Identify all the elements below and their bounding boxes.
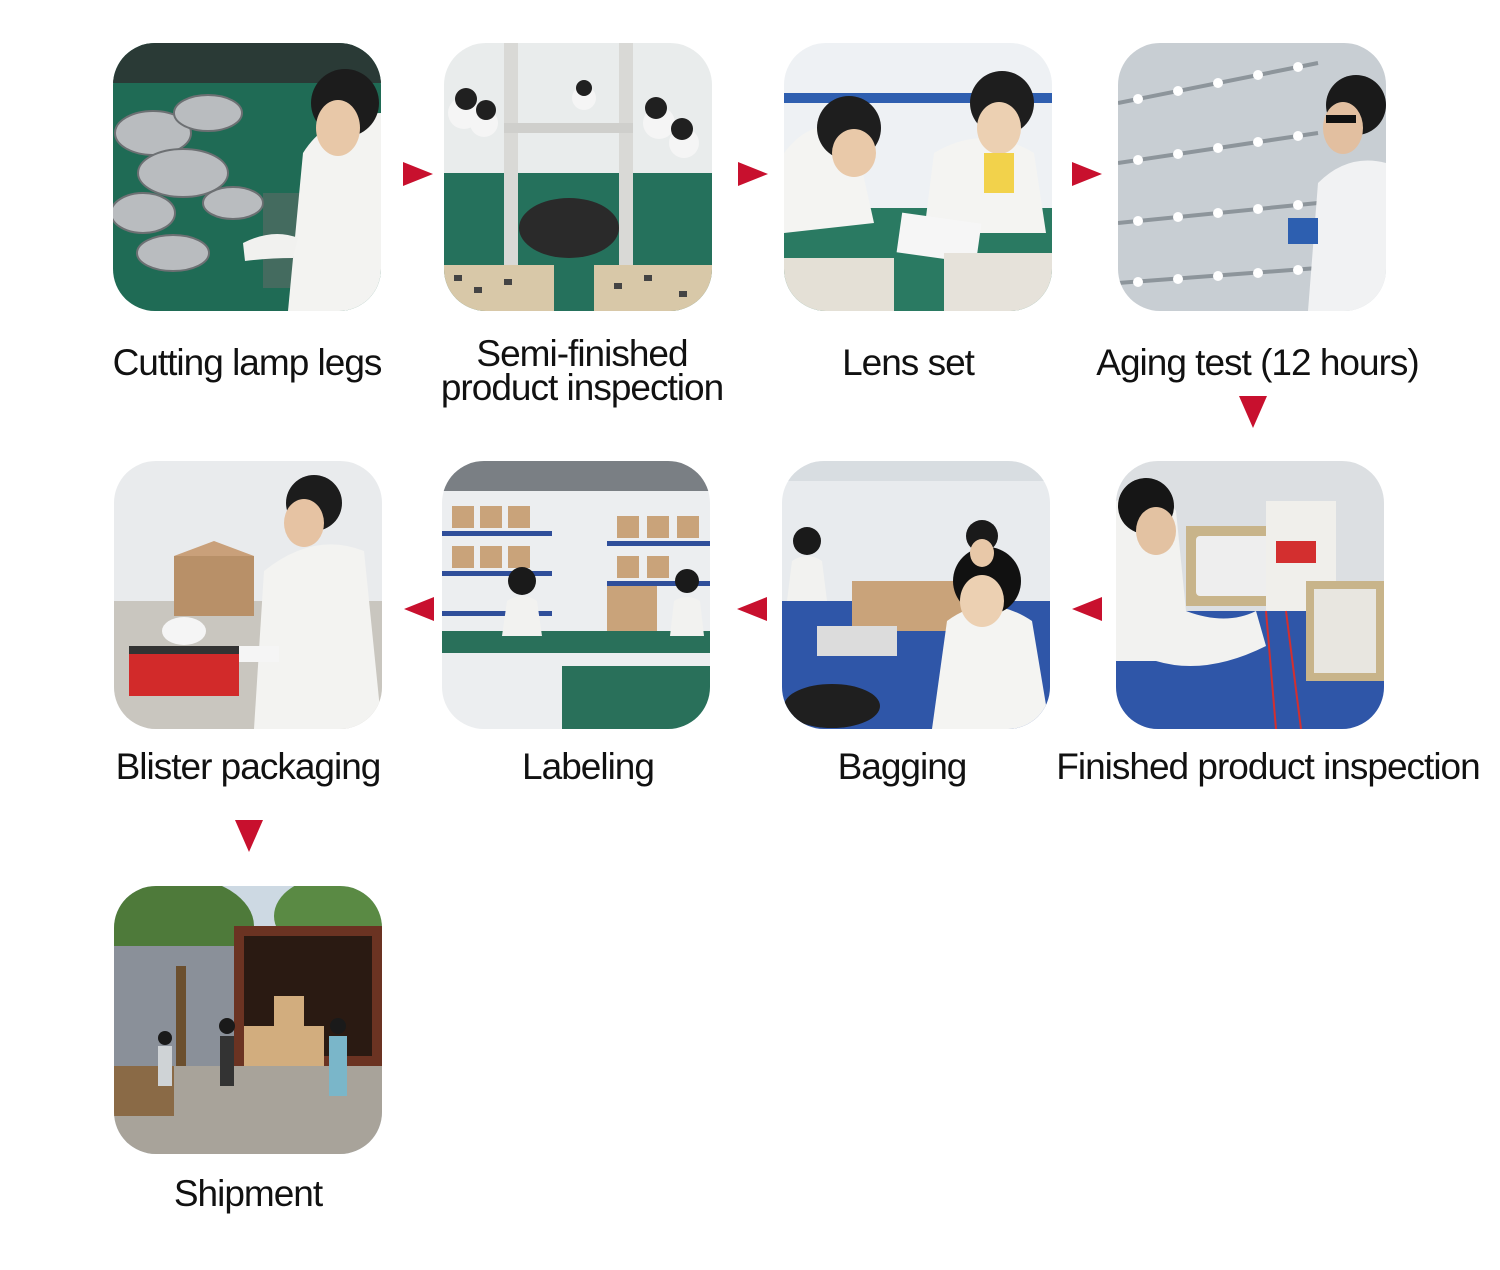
shipment-photo — [114, 886, 382, 1154]
labeling-photo — [442, 461, 710, 729]
blister-packaging-photo — [114, 461, 382, 729]
arrow-left-icon — [404, 597, 434, 621]
step-blister — [114, 461, 382, 729]
aging-test-photo — [1118, 43, 1386, 311]
arrow-down-icon — [235, 820, 263, 852]
lens-set-photo — [784, 43, 1052, 311]
step-shipment — [114, 886, 382, 1154]
arrow-right-icon — [403, 162, 433, 186]
step-label-lens: Lens set — [842, 342, 975, 383]
bagging-photo — [782, 461, 1050, 729]
finished-inspection-photo — [1116, 461, 1384, 729]
step-label-semi: Semi-finished product inspection — [440, 333, 724, 408]
step-labeling — [442, 461, 710, 729]
arrow-right-icon — [738, 162, 768, 186]
step-label-shipment: Shipment — [173, 1173, 323, 1214]
semi-finished-inspection-photo — [444, 43, 712, 311]
cutting-lamp-legs-photo — [113, 43, 381, 311]
arrow-left-icon — [737, 597, 767, 621]
step-aging — [1118, 43, 1386, 311]
step-lens — [784, 43, 1052, 311]
arrow-right-icon — [1072, 162, 1102, 186]
step-finished — [1116, 461, 1384, 729]
step-label-labeling: Labeling — [522, 746, 655, 787]
step-cutting — [113, 43, 381, 311]
arrow-left-icon — [1072, 597, 1102, 621]
step-label-blister: Blister packaging — [115, 746, 382, 787]
step-label-aging: Aging test (12 hours) — [1096, 342, 1419, 383]
step-label-finished: Finished product inspection — [1056, 746, 1480, 787]
step-label-cutting: Cutting lamp legs — [112, 342, 383, 383]
arrow-down-icon — [1239, 396, 1267, 428]
step-label-bagging: Bagging — [837, 746, 968, 787]
step-semi — [444, 43, 712, 311]
step-bagging — [782, 461, 1050, 729]
